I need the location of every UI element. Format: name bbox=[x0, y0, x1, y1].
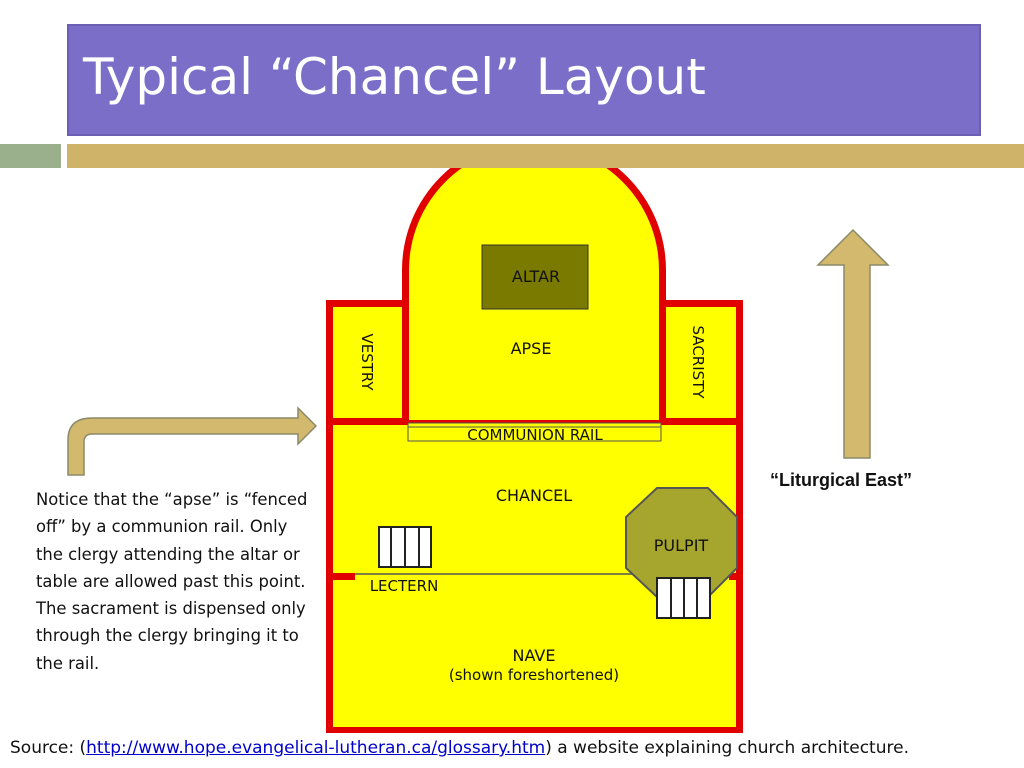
explanation-note: Notice that the “apse” is “fenced off” b… bbox=[36, 490, 308, 673]
altar-table bbox=[481, 244, 589, 310]
slide-title: Typical “Chancel” Layout bbox=[83, 48, 706, 106]
up-arrow-icon bbox=[816, 228, 890, 459]
chancel-step-left bbox=[333, 573, 355, 580]
liturgical-east-label: “Liturgical East” bbox=[770, 470, 913, 490]
apse-label: APSE bbox=[511, 339, 552, 358]
nave-label: NAVE bbox=[513, 646, 556, 665]
chancel-step-right bbox=[729, 573, 736, 580]
sacristy-label: SACRISTY bbox=[689, 326, 707, 400]
sacristy-room bbox=[666, 307, 736, 418]
curved-arrow-icon bbox=[67, 406, 318, 476]
source-citation: Source: (http://www.hope.evangelical-lut… bbox=[10, 738, 909, 758]
title-bar: Typical “Chancel” Layout bbox=[67, 24, 981, 136]
accent-band-green bbox=[0, 144, 61, 168]
nave-sublabel: (shown foreshortened) bbox=[449, 666, 619, 684]
chancel-floor-plan: ALTAR APSE VESTRY SACRISTY COMMUNION RAI… bbox=[67, 168, 890, 733]
source-suffix: ) a website explaining church architectu… bbox=[545, 738, 909, 758]
pulpit-label: PULPIT bbox=[654, 536, 709, 555]
accent-band-gold bbox=[67, 144, 1024, 168]
lectern-label: LECTERN bbox=[370, 577, 439, 595]
vestry-room bbox=[333, 307, 402, 418]
communion-rail-label: COMMUNION RAIL bbox=[467, 426, 603, 444]
source-prefix: Source: ( bbox=[10, 738, 87, 758]
chancel-label: CHANCEL bbox=[496, 486, 572, 505]
vestry-label: VESTRY bbox=[358, 333, 376, 391]
source-link[interactable]: http://www.hope.evangelical-lutheran.ca/… bbox=[86, 738, 546, 758]
altar-label: ALTAR bbox=[512, 267, 560, 286]
